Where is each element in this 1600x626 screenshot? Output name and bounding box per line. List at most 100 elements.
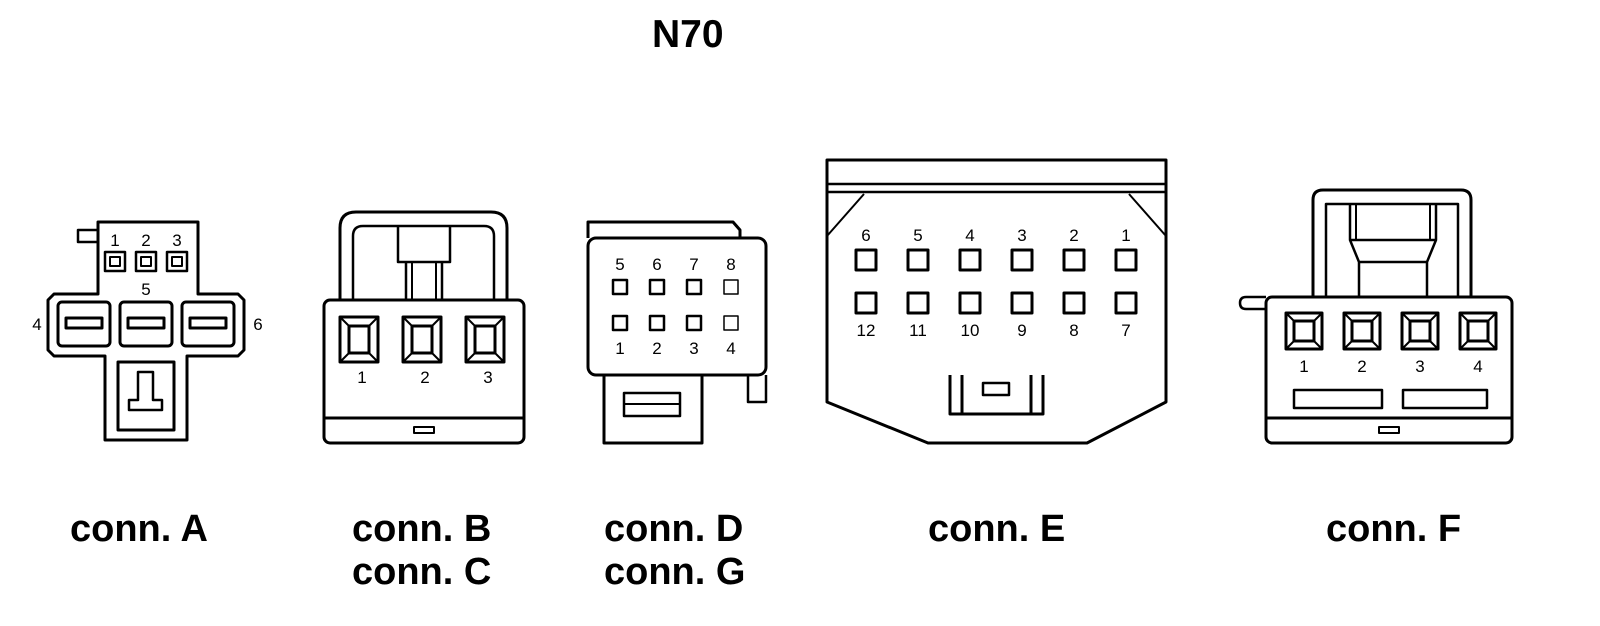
connector-f-pin-2-cavity xyxy=(1342,311,1382,351)
connector-e-pin-2-cavity xyxy=(1062,248,1086,272)
connector-dg-pin-7-cavity xyxy=(685,278,703,296)
connector-e-lock-slot xyxy=(948,375,1045,416)
caption-line: conn. B xyxy=(352,508,492,550)
connector-e-pin-label: 2 xyxy=(1069,226,1078,245)
connector-a-pin-label: 6 xyxy=(253,315,262,334)
connector-e-pin-1-cavity xyxy=(1114,248,1138,272)
connector-e-pin-8-cavity xyxy=(1062,291,1086,315)
connector-dg-pin-label: 3 xyxy=(689,339,698,358)
caption-line: conn. C xyxy=(352,551,492,593)
connector-e-pin-label: 3 xyxy=(1017,226,1026,245)
connector-dg-pin-1-cavity xyxy=(611,314,629,332)
connector-dg-side-latch xyxy=(746,375,768,404)
caption-line: conn. G xyxy=(604,551,746,593)
connector-f-lower-slot-left xyxy=(1292,388,1384,410)
connector-dg-pin-5-cavity xyxy=(611,278,629,296)
connector-f-pin-3-cavity xyxy=(1400,311,1440,351)
connector-dg-pin-label: 5 xyxy=(615,255,624,274)
connector-f-key-slot xyxy=(1378,426,1400,434)
connector-e xyxy=(825,158,1168,445)
caption-line: conn. F xyxy=(1326,508,1462,550)
connector-a xyxy=(46,220,246,442)
connector-a-pin-1-cavity xyxy=(103,250,127,273)
connector-e-pin-label: 12 xyxy=(857,321,876,340)
connector-f-side-tab xyxy=(1238,295,1266,311)
diagram-title: N70 xyxy=(652,13,724,56)
connector-f-latch-bail xyxy=(1311,188,1473,297)
connector-e-pin-7-cavity xyxy=(1114,291,1138,315)
connector-a-pin-2-cavity xyxy=(134,250,158,273)
connector-bc-caption: conn. B conn. C xyxy=(352,508,491,594)
connector-e-caption: conn. E xyxy=(928,508,1065,551)
connector-f-pin-label: 3 xyxy=(1415,357,1424,376)
connector-dg-rear-housing xyxy=(586,220,742,238)
connector-bc xyxy=(322,210,526,445)
connector-e-pin-label: 1 xyxy=(1121,226,1130,245)
connector-a-pin-label: 2 xyxy=(141,231,150,250)
caption-line: conn. E xyxy=(928,508,1066,550)
connector-e-pin-3-cavity xyxy=(1010,248,1034,272)
connector-a-latch-tab xyxy=(76,228,100,244)
connector-bc-pin-label: 3 xyxy=(483,368,492,387)
connector-a-pin-label: 5 xyxy=(141,280,150,299)
connector-dg-pin-label: 4 xyxy=(726,339,735,358)
connector-e-pin-label: 10 xyxy=(961,321,980,340)
connector-a-pin-3-cavity xyxy=(165,250,189,273)
connector-e-pin-label: 9 xyxy=(1017,321,1026,340)
connector-e-pin-label: 8 xyxy=(1069,321,1078,340)
connector-bc-key-slot xyxy=(413,426,435,434)
connector-a-pin-4-cavity xyxy=(56,300,112,348)
connector-dg-pin-2-cavity xyxy=(648,314,666,332)
connector-dg-pin-label: 1 xyxy=(615,339,624,358)
caption-line: conn. D xyxy=(604,508,744,550)
connector-dg-lower-lock xyxy=(602,373,704,445)
connector-a-pin-label: 1 xyxy=(110,231,119,250)
connector-dg-caption: conn. D conn. G xyxy=(604,508,745,594)
connector-e-pin-12-cavity xyxy=(854,291,878,315)
connector-dg-pin-label: 6 xyxy=(652,255,661,274)
connector-dg-pin-4-cavity xyxy=(723,315,739,331)
connector-bc-pin-2-cavity xyxy=(401,315,443,364)
connector-bc-pin-1-cavity xyxy=(338,315,380,364)
connector-dg-pin-8-cavity xyxy=(723,279,739,295)
caption-line: conn. A xyxy=(70,508,208,550)
connector-f-pin-label: 2 xyxy=(1357,357,1366,376)
connector-a-pin-6-cavity xyxy=(180,300,236,348)
connector-a-pin-5-cavity xyxy=(118,300,174,348)
connector-e-pin-6-cavity xyxy=(854,248,878,272)
connector-dg-pin-label: 8 xyxy=(726,255,735,274)
connector-e-pin-9-cavity xyxy=(1010,291,1034,315)
connector-e-pin-5-cavity xyxy=(906,248,930,272)
connector-f-pin-label: 4 xyxy=(1473,357,1482,376)
connector-dg-pin-label: 2 xyxy=(652,339,661,358)
connector-e-pin-label: 4 xyxy=(965,226,974,245)
connector-f-pin-1-cavity xyxy=(1284,311,1324,351)
connector-a-lock-slot xyxy=(116,360,176,432)
connector-a-body xyxy=(46,220,246,442)
connector-e-pin-label: 6 xyxy=(861,226,870,245)
connector-e-pin-label: 11 xyxy=(909,321,927,340)
connector-f-body xyxy=(1264,295,1514,445)
connector-a-pin-label: 4 xyxy=(32,315,41,334)
connector-dg-pin-6-cavity xyxy=(648,278,666,296)
connector-a-pin-label: 3 xyxy=(172,231,181,250)
connector-e-body xyxy=(825,158,1168,445)
connector-e-pin-10-cavity xyxy=(958,291,982,315)
connector-f xyxy=(1238,188,1514,445)
connector-bc-body xyxy=(322,298,526,445)
connector-dg-pin-label: 7 xyxy=(689,255,698,274)
connector-bc-pin-label: 1 xyxy=(357,368,366,387)
connector-bc-pin-3-cavity xyxy=(464,315,506,364)
connector-bc-pin-label: 2 xyxy=(420,368,429,387)
connector-f-caption: conn. F xyxy=(1326,508,1461,551)
connector-a-caption: conn. A xyxy=(70,508,208,551)
connector-bc-latch-bail xyxy=(338,210,509,300)
connector-f-pin-label: 1 xyxy=(1299,357,1308,376)
connector-e-pin-label: 5 xyxy=(913,226,922,245)
connector-e-pin-label: 7 xyxy=(1121,321,1130,340)
connector-e-pin-11-cavity xyxy=(906,291,930,315)
connector-dg-pin-3-cavity xyxy=(685,314,703,332)
connector-f-pin-4-cavity xyxy=(1458,311,1498,351)
connector-f-lower-slot-right xyxy=(1401,388,1489,410)
